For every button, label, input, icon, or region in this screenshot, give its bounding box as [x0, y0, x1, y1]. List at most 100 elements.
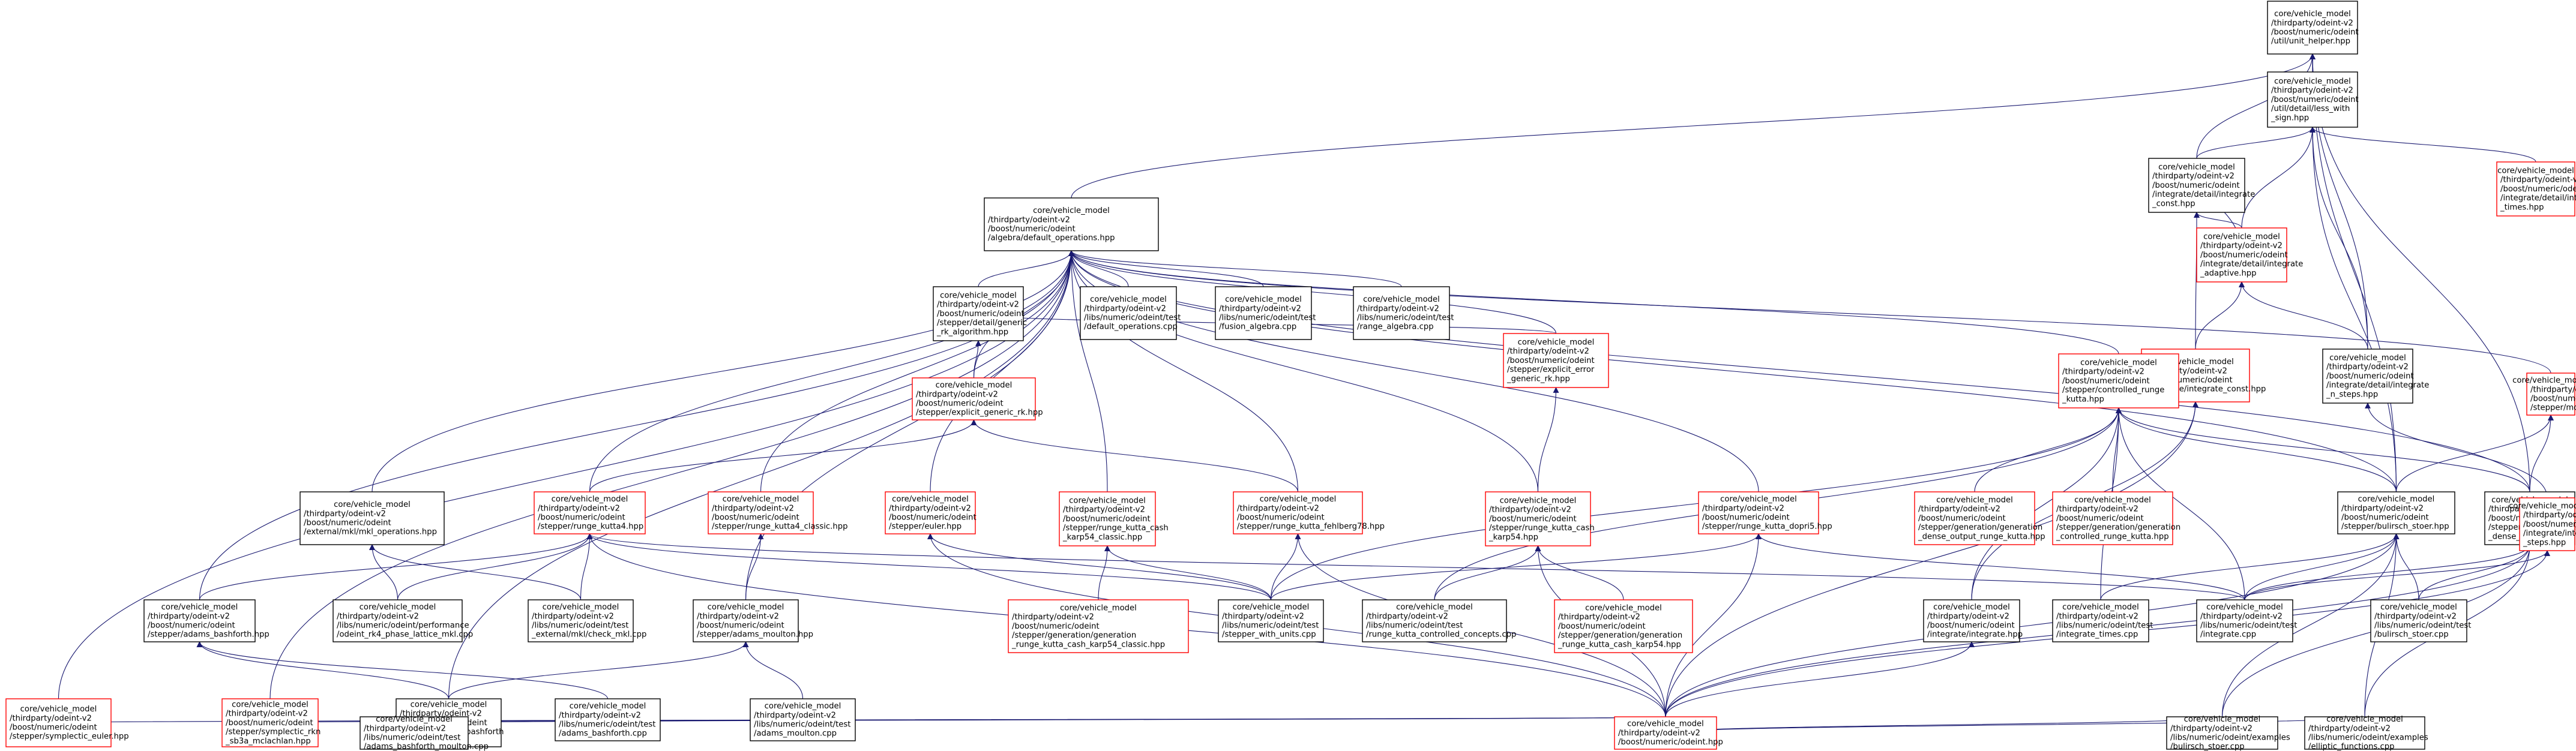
node-label-line: _runge_kutta_cash_karp54_classic.hpp — [1011, 640, 1165, 649]
graph-node[interactable]: core/vehicle_model/thirdparty/odeint-v2/… — [5, 698, 129, 747]
graph-node[interactable]: core/vehicle_model/thirdparty/odeint-v2/… — [2058, 353, 2179, 408]
graph-node[interactable]: core/vehicle_model/thirdparty/odeint-v2/… — [2052, 491, 2180, 545]
node-label-line: core/vehicle_model — [1069, 497, 1146, 506]
node-label-line: /stepper/runge_kutta_cash — [1063, 524, 1169, 533]
node-label-line: core/vehicle_model — [2512, 376, 2576, 385]
graph-node[interactable]: core/vehicle_model/thirdparty/odeint-v2/… — [2166, 715, 2290, 751]
graph-node[interactable]: core/vehicle_model/thirdparty/odeint-v2/… — [2337, 491, 2455, 534]
graph-node[interactable]: core/vehicle_model/thirdparty/odeint-v2/… — [1485, 491, 1595, 546]
graph-node[interactable]: core/vehicle_model/thirdparty/odeint-v2/… — [2512, 373, 2576, 416]
node-label-line: _dense_output_runge_kutta.hpp — [1918, 532, 2045, 541]
graph-node[interactable]: core/vehicle_model/thirdparty/odeint-v2/… — [2509, 497, 2576, 551]
node-label-line: /thirdparty/odeint-v2 — [1618, 729, 1700, 738]
node-label-line: /stepper/generation/generation — [2056, 523, 2180, 532]
graph-node[interactable]: core/vehicle_model/thirdparty/odeint-v2/… — [885, 491, 977, 534]
node-label-line: _times.hpp — [2500, 203, 2544, 212]
node-label-line: /boost/numeric/odeint — [304, 519, 391, 528]
graph-node[interactable]: core/vehicle_model/thirdparty/odeint-v2/… — [1923, 599, 2023, 642]
graph-node[interactable]: core/vehicle_model/thirdparty/odeint-v2/… — [2322, 349, 2429, 404]
dependency-edge — [369, 544, 582, 600]
node-label-line: core/vehicle_model — [1090, 295, 1167, 304]
graph-node[interactable]: core/vehicle_model/thirdparty/odeint-v2/… — [1233, 491, 1385, 534]
node-label-line: /boost/numeric/odeint — [1489, 515, 1577, 524]
dependency-edge — [760, 250, 1074, 492]
node-box — [933, 286, 1024, 341]
graph-node[interactable]: core/vehicle_model/thirdparty/odeint-v2/… — [750, 698, 856, 741]
graph-node[interactable]: core/vehicle_model/thirdparty/odeint-v2/… — [299, 491, 445, 545]
dependency-edge — [199, 533, 593, 600]
node-label-line: /thirdparty/odeint-v2 — [889, 504, 971, 513]
graph-node[interactable]: core/vehicle_model/thirdparty/odeint-v2/… — [360, 715, 489, 751]
node-box — [1614, 716, 1717, 750]
node-label-line: core/vehicle_model — [1933, 603, 2010, 612]
node-label-line: /algebra/default_operations.hpp — [988, 234, 1115, 243]
graph-node[interactable]: core/vehicle_model/thirdparty/odeint-v2/… — [2496, 161, 2576, 217]
graph-node[interactable]: core/vehicle_model/thirdparty/odeint-v2/… — [1059, 491, 1169, 546]
dependency-edge — [589, 419, 977, 492]
node-label-line: /thirdparty/odeint-v2 — [538, 504, 620, 513]
node-label-line: /boost/numeric/odeint — [2152, 181, 2240, 190]
dependency-edge — [2100, 533, 2400, 600]
node-label-line: /adams_bashforth_moulton.cpp — [364, 743, 489, 751]
graph-node[interactable]: core/vehicle_model/thirdparty/odeint-v2/… — [1554, 599, 1693, 653]
graph-node[interactable]: core/vehicle_model/thirdparty/odeint-v2/… — [1614, 716, 1723, 750]
node-label-line: /thirdparty/odeint-v2 — [937, 301, 1019, 310]
node-label-line: /boost/numeric/odeint — [1237, 513, 1325, 522]
graph-node[interactable]: core/vehicle_model/thirdparty/odeint-v2/… — [1914, 491, 2045, 545]
node-label-line: /thirdparty/odeint-v2 — [2152, 172, 2234, 181]
node-label-line: /boost/numeric/odeint — [1012, 622, 1100, 631]
node-label-line: /thirdparty/odeint-v2 — [2200, 612, 2283, 621]
graph-node[interactable]: core/vehicle_model/thirdparty/odeint-v2/… — [2148, 158, 2255, 213]
node-label-line: /external/mkl/mkl_operations.hpp — [304, 528, 437, 537]
graph-node[interactable]: core/vehicle_model/thirdparty/odeint-v2/… — [2267, 71, 2359, 128]
graph-node[interactable]: core/vehicle_model/thirdparty/odeint-v2/… — [2304, 715, 2428, 751]
graph-node[interactable]: core/vehicle_model/thirdparty/odeint-v2/… — [2196, 599, 2297, 642]
node-label-line: /thirdparty/odeint-v2 — [2530, 385, 2576, 394]
node-label-line: /boost/numeric/odeint — [2056, 514, 2144, 523]
graph-node[interactable]: core/vehicle_model/thirdparty/odeint-v2/… — [693, 599, 813, 642]
node-label-line: /thirdparty/odeint-v2 — [226, 710, 308, 719]
graph-node[interactable]: core/vehicle_model/thirdparty/odeint-v2/… — [984, 197, 1159, 251]
graph-node[interactable]: core/vehicle_model/thirdparty/odeint-v2/… — [2196, 227, 2303, 283]
node-box — [2052, 491, 2173, 545]
graph-node[interactable]: core/vehicle_model/thirdparty/odeint-v2/… — [2370, 599, 2471, 642]
node-label-line: _rk_algorithm.hpp — [936, 328, 1008, 337]
graph-node[interactable]: core/vehicle_model/thirdparty/odeint-v2/… — [1080, 286, 1181, 340]
node-box — [1503, 333, 1609, 388]
node-box — [221, 698, 319, 747]
graph-node[interactable]: core/vehicle_model/thirdparty/odeint-v2/… — [1503, 333, 1609, 388]
dependency-edge — [2116, 407, 2530, 492]
node-label-line: /integrate_times.cpp — [2056, 630, 2138, 639]
node-label-line: core/vehicle_model — [1260, 495, 1337, 504]
node-box — [708, 491, 814, 534]
graph-node[interactable]: core/vehicle_model/thirdparty/odeint-v2/… — [912, 377, 1043, 420]
graph-node[interactable]: core/vehicle_model/thirdparty/odeint-v2/… — [528, 599, 646, 642]
dependency-edge — [448, 250, 1074, 699]
node-label-line: /integrate/integrate_n — [2523, 529, 2576, 538]
node-box — [1215, 286, 1312, 340]
node-label-line: /boost/numeric/odeint — [937, 310, 1025, 319]
graph-node[interactable]: core/vehicle_model/thirdparty/odeint-v2/… — [333, 599, 473, 642]
node-label-line: /thirdparty/odeint-v2 — [1366, 612, 1448, 621]
graph-node[interactable]: core/vehicle_model/thirdparty/odeint-v2/… — [1362, 599, 1516, 642]
graph-node[interactable]: core/vehicle_model/thirdparty/odeint-v2/… — [708, 491, 847, 534]
graph-node[interactable]: core/vehicle_model/thirdparty/odeint-v2/… — [221, 698, 320, 747]
graph-node[interactable]: core/vehicle_model/thirdparty/odeint-v2/… — [2052, 599, 2153, 642]
graph-node[interactable]: core/vehicle_model/thirdparty/odeint-v2/… — [1353, 286, 1454, 340]
graph-node[interactable]: core/vehicle_model/thirdparty/odeint-v2/… — [1008, 599, 1189, 653]
node-label-line: /boost/numeric/odeint — [2326, 372, 2414, 381]
graph-node[interactable]: core/vehicle_model/thirdparty/odeint-v2/… — [1698, 491, 1832, 534]
graph-node[interactable]: core/vehicle_model/thirdparty/odeint-v2/… — [1215, 286, 1316, 340]
graph-node[interactable]: core/vehicle_model/thirdparty/odeint-v2/… — [143, 599, 269, 642]
node-box — [2052, 599, 2149, 642]
node-label-line: /stepper_with_units.cpp — [1222, 630, 1316, 639]
graph-node[interactable]: core/vehicle_model/thirdparty/odeint-v2/… — [555, 698, 661, 741]
node-label-line: /thirdparty/odeint-v2 — [532, 612, 614, 621]
node-label-line: /thirdparty/odeint-v2 — [1357, 304, 1439, 313]
graph-node[interactable]: core/vehicle_model/thirdparty/odeint-v2/… — [534, 491, 646, 534]
graph-node[interactable]: core/vehicle_model/thirdparty/odeint-v2/… — [933, 286, 1027, 341]
node-label-line: /thirdparty/odeint-v2 — [916, 390, 998, 399]
dependency-edge — [2244, 550, 2550, 600]
graph-node[interactable]: core/vehicle_model/thirdparty/odeint-v2/… — [1218, 599, 1324, 642]
node-label-line: /thirdparty/odeint-v2 — [10, 714, 92, 723]
